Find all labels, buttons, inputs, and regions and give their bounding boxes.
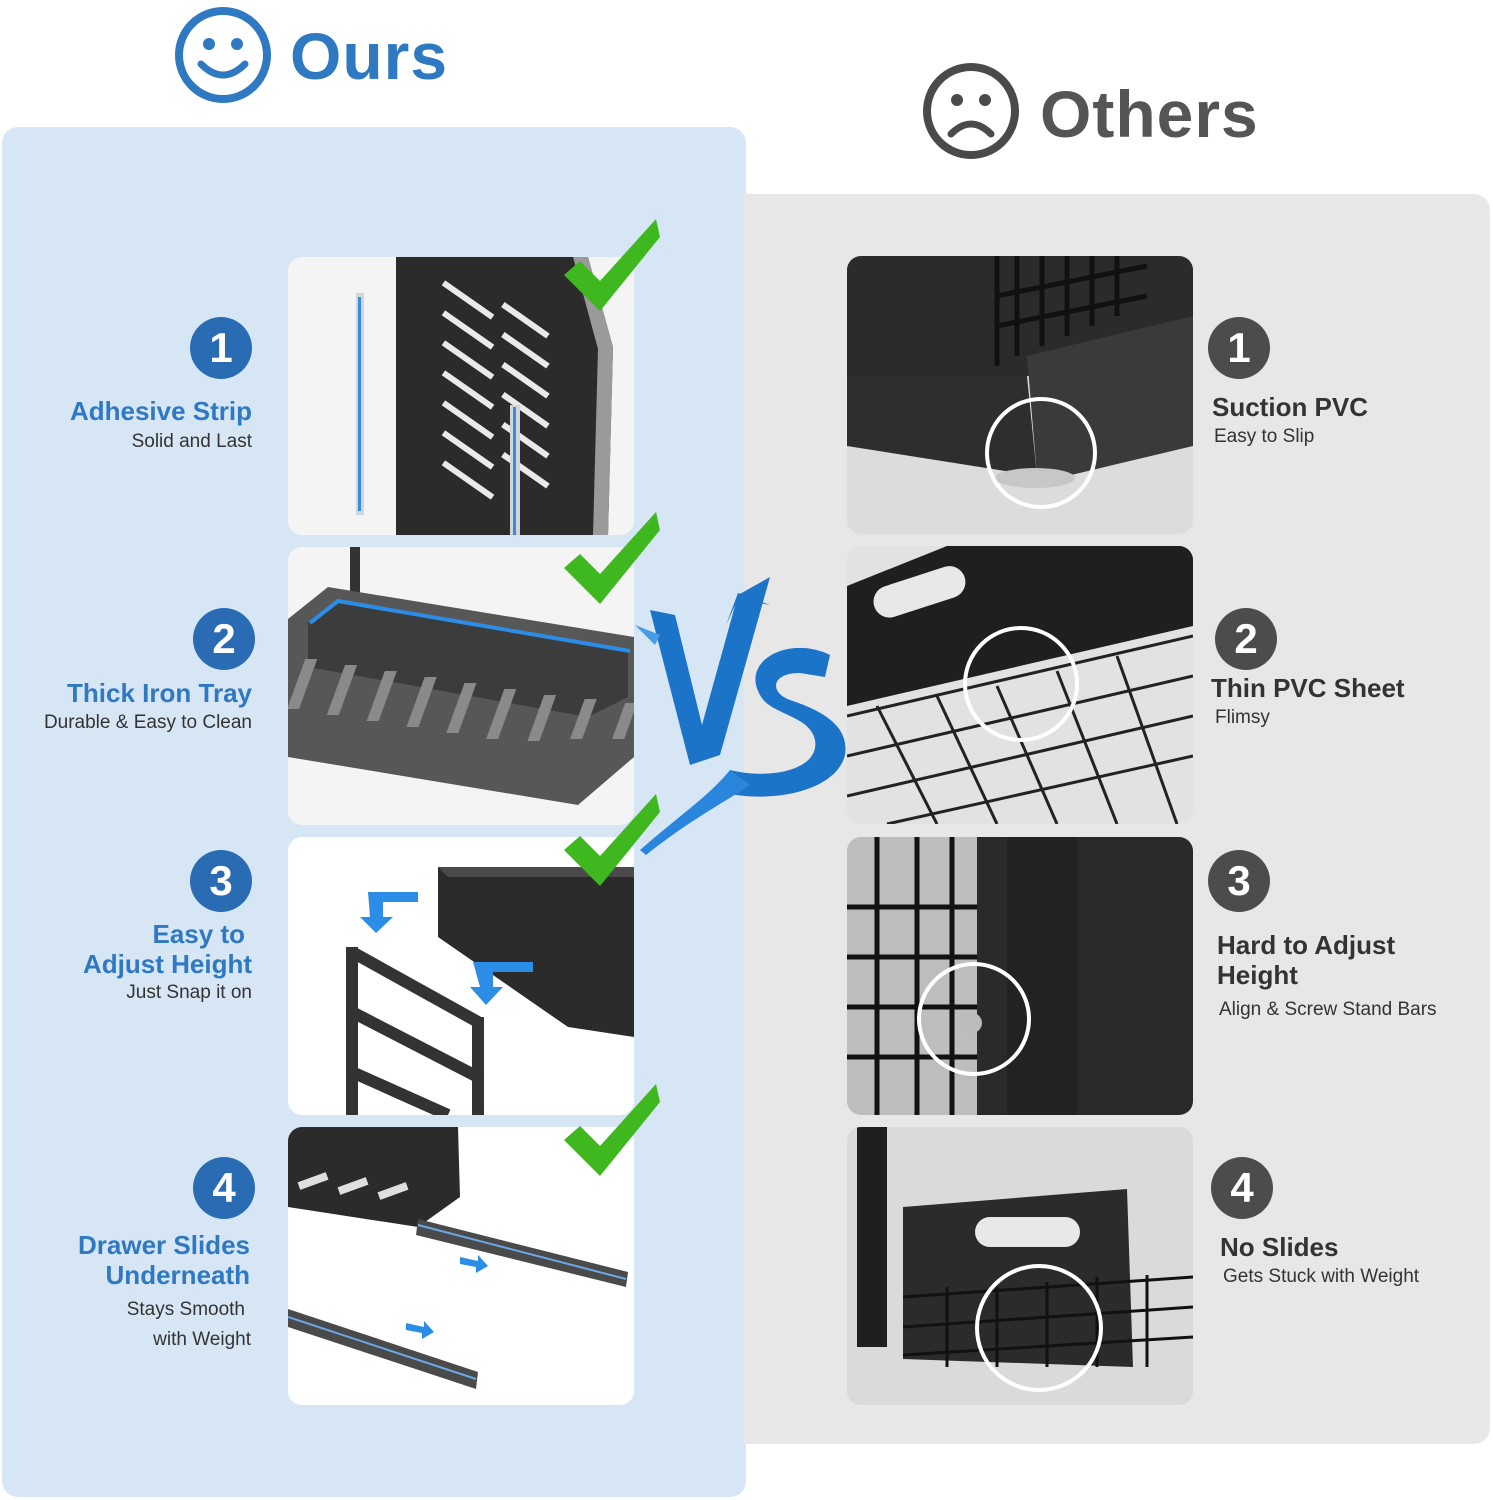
others-feature-title-1: Suction PVC <box>1212 392 1369 422</box>
others-feature-subtitle-3: Align & Screw Stand Bars <box>1219 999 1437 1020</box>
others-feature-subtitle-4: Gets Stuck with Weight <box>1223 1266 1420 1287</box>
ours-feature-subtitle-3: Just Snap it on <box>126 982 252 1003</box>
ours-image-drawer-slides <box>288 1127 634 1405</box>
ours-image-adhesive-strip <box>288 257 634 535</box>
others-image-screw-stand-bars <box>847 837 1193 1115</box>
others-number-badge-4: 4 <box>1211 1157 1273 1219</box>
ours-feature-subtitle-2: Durable & Easy to Clean <box>43 712 252 733</box>
check-icon-1 <box>564 219 660 311</box>
others-image-suction-pvc <box>847 256 1193 534</box>
ours-feature-title-4-line-2: Underneath <box>105 1260 250 1290</box>
ours-feature-subtitle-4-line-2: with Weight <box>153 1329 251 1350</box>
ours-feature-title-1: Adhesive Strip <box>69 396 252 426</box>
ours-number-badge-1: 1 <box>190 317 252 379</box>
ours-feature-subtitle-1: Solid and Last <box>131 431 252 452</box>
ours-feature-subtitle-4-line-1: Stays Smooth <box>126 1299 245 1320</box>
others-feature-title-2: Thin PVC Sheet <box>1211 673 1405 703</box>
ours-number-badge-3: 3 <box>190 850 252 912</box>
check-icon-2 <box>564 512 660 604</box>
others-feature-title-4: No Slides <box>1220 1232 1339 1262</box>
ours-number-badge-2: 2 <box>193 608 255 670</box>
others-image-thin-pvc-sheet <box>847 546 1193 824</box>
ours-feature-title-4-line-1: Drawer Slides <box>78 1230 250 1260</box>
others-feature-title-3-line-1: Hard to Adjust <box>1217 930 1396 960</box>
others-feature-subtitle-1: Easy to Slip <box>1214 426 1315 447</box>
ours-number-badge-4: 4 <box>193 1157 255 1219</box>
vs-brush-graphic <box>635 577 846 855</box>
check-icon-4 <box>564 1084 660 1176</box>
ours-title: Ours <box>290 19 449 93</box>
others-number-badge-3: 3 <box>1208 850 1270 912</box>
others-number-badge-2: 2 <box>1215 608 1277 670</box>
ours-image-snap-height <box>288 837 634 1115</box>
check-icon-3 <box>564 794 660 886</box>
others-feature-subtitle-2: Flimsy <box>1215 707 1270 728</box>
ours-feature-title-3-line-2: Adjust Height <box>83 949 252 979</box>
others-title: Others <box>1040 77 1259 151</box>
others-number-badge-1: 1 <box>1208 317 1270 379</box>
ours-feature-title-2: Thick Iron Tray <box>67 678 252 708</box>
others-feature-title-3-line-2: Height <box>1217 960 1298 990</box>
smiley-face-icon <box>175 7 271 103</box>
others-image-no-slides <box>847 1127 1193 1405</box>
ours-feature-title-3-line-1: Easy to <box>152 919 246 949</box>
sad-face-icon <box>923 63 1019 159</box>
ours-image-iron-tray <box>288 547 634 825</box>
vs-label: VS <box>0 0 1 1</box>
